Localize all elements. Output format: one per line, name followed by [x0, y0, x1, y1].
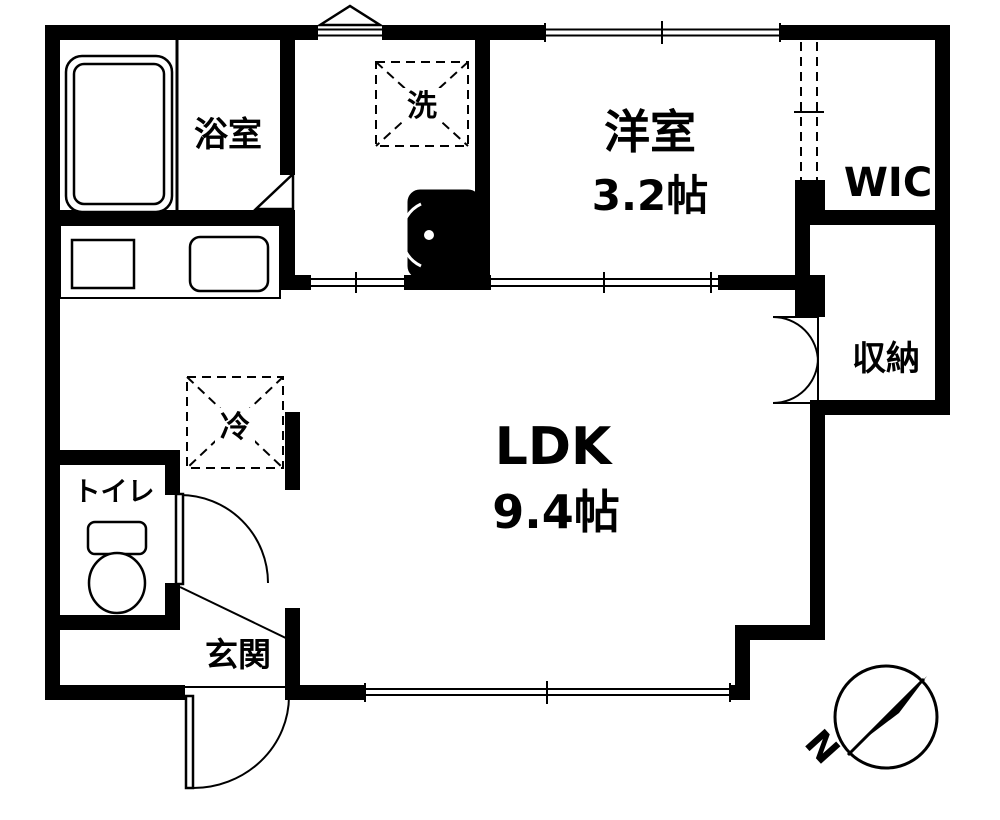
washer-area [375, 61, 469, 147]
vanity-drain [424, 230, 434, 240]
wall-segment [285, 608, 300, 700]
wall-segment [280, 210, 295, 290]
vanity-bowl [400, 202, 422, 268]
wall-segment [280, 25, 295, 175]
vanity-unit [407, 189, 481, 279]
ldk-size: 9.4帖 [492, 485, 620, 539]
bathroom-door-icon [252, 171, 295, 211]
doors [174, 171, 819, 790]
awning-window-icon [315, 4, 385, 27]
washer-label: 洗 [407, 89, 437, 124]
wall-segment [60, 450, 180, 465]
fridge-area [186, 376, 284, 469]
wall-segment [780, 25, 950, 40]
wall-segment [45, 615, 180, 630]
storage-door-arc [772, 316, 819, 363]
wall-segment [45, 685, 185, 700]
label-backdrop [402, 88, 442, 124]
entrance-label: 玄関 [205, 635, 271, 674]
fixtures [59, 40, 481, 615]
stove [70, 238, 136, 290]
toilet-label: トイレ [74, 477, 155, 508]
wall-segment [718, 275, 810, 290]
bathtub-inner [72, 62, 166, 206]
wall-segment [735, 625, 750, 700]
labels: 浴室 洗 洋室 3.2帖 WIC 収納 LDK 9.4帖 冷 トイレ 玄関 [74, 88, 932, 674]
wall-segment [795, 275, 825, 317]
wall-segment [45, 25, 318, 40]
bathroom-label: 浴室 [194, 115, 262, 155]
wall-segment [165, 450, 180, 495]
wall-segment [285, 412, 300, 490]
wall-segment [295, 275, 310, 290]
wall-segment [795, 210, 950, 225]
toilet-bowl [87, 551, 147, 615]
north-arrow-head [862, 676, 927, 741]
wall-segment [795, 180, 825, 225]
genkan-step-line [179, 586, 293, 642]
ldk-label: LDK [495, 417, 613, 477]
walls [45, 25, 950, 700]
wall-segment [45, 25, 60, 700]
storage-label: 収納 [852, 339, 920, 379]
label-backdrop [215, 408, 255, 444]
wall-segment [405, 275, 490, 290]
fridge-label: 冷 [220, 410, 250, 445]
compass: N [796, 664, 939, 772]
toilet-tank [86, 520, 148, 556]
wall-segment [382, 25, 545, 40]
kitchen-counter [59, 224, 281, 299]
windows [315, 4, 824, 704]
wall-segment [810, 400, 950, 415]
entrance-door-arc [192, 695, 290, 789]
wall-segment [735, 625, 825, 640]
storage-door-arc [772, 357, 819, 404]
toilet-door-leaf [174, 492, 185, 586]
wall-segment [810, 400, 825, 640]
toilet-door-arc [179, 494, 269, 584]
wall-segment [795, 225, 810, 290]
wic-label: WIC [844, 160, 932, 206]
western-room-label: 洋室 [604, 105, 696, 159]
wall-segment [290, 685, 365, 700]
wall-segment [45, 210, 295, 225]
western-room-size: 3.2帖 [592, 171, 708, 220]
kitchen-sink [188, 235, 270, 293]
entrance-door-leaf [184, 694, 195, 790]
